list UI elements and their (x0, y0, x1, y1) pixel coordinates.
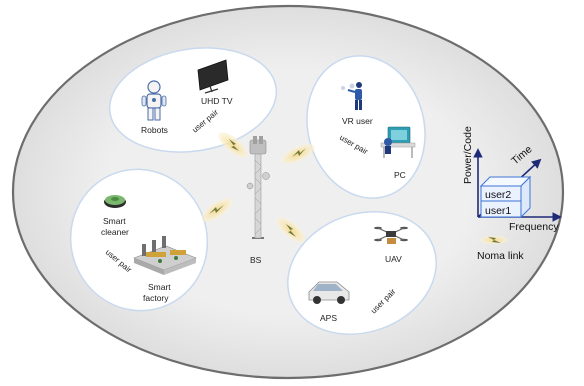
bs-label: BS (250, 255, 262, 265)
smart-cleaner-label-2: cleaner (101, 227, 129, 237)
smart-factory-icon (133, 236, 197, 275)
uav-label: UAV (385, 254, 402, 264)
base-station-icon (246, 136, 270, 239)
user2-label: user2 (485, 189, 511, 201)
noma-link-legend-icon (480, 236, 508, 244)
smart-factory-label-2: factory (143, 293, 169, 303)
aps-car-icon (308, 281, 350, 304)
uhd-tv-label: UHD TV (201, 96, 233, 106)
bubble-top-right (306, 55, 426, 199)
smart-factory-label-1: Smart (148, 282, 171, 292)
uhd-tv-icon (197, 59, 229, 94)
user1-block (480, 200, 522, 218)
vr-user-label: VR user (342, 116, 373, 126)
bubble-top-left (108, 47, 278, 153)
pc-label: PC (394, 170, 406, 180)
robot-icon (141, 80, 167, 121)
smart-cleaner-icon (104, 195, 126, 208)
user1-label: user1 (485, 205, 511, 217)
aps-label: APS (320, 313, 337, 323)
noma-link-label: Noma link (477, 250, 524, 262)
user-blocks (479, 175, 532, 219)
bolt-icon (209, 139, 306, 237)
power-code-axis-label: Power/Code (462, 126, 474, 184)
beams (201, 132, 315, 243)
smart-cleaner-label-1: Smart (103, 216, 126, 226)
vr-user-icon (341, 82, 362, 110)
uav-icon (374, 226, 408, 244)
frequency-axis-label: Frequency (509, 221, 559, 233)
robots-label: Robots (141, 125, 168, 135)
pc-icon (380, 126, 416, 158)
bubble-bottom-right (287, 211, 437, 335)
